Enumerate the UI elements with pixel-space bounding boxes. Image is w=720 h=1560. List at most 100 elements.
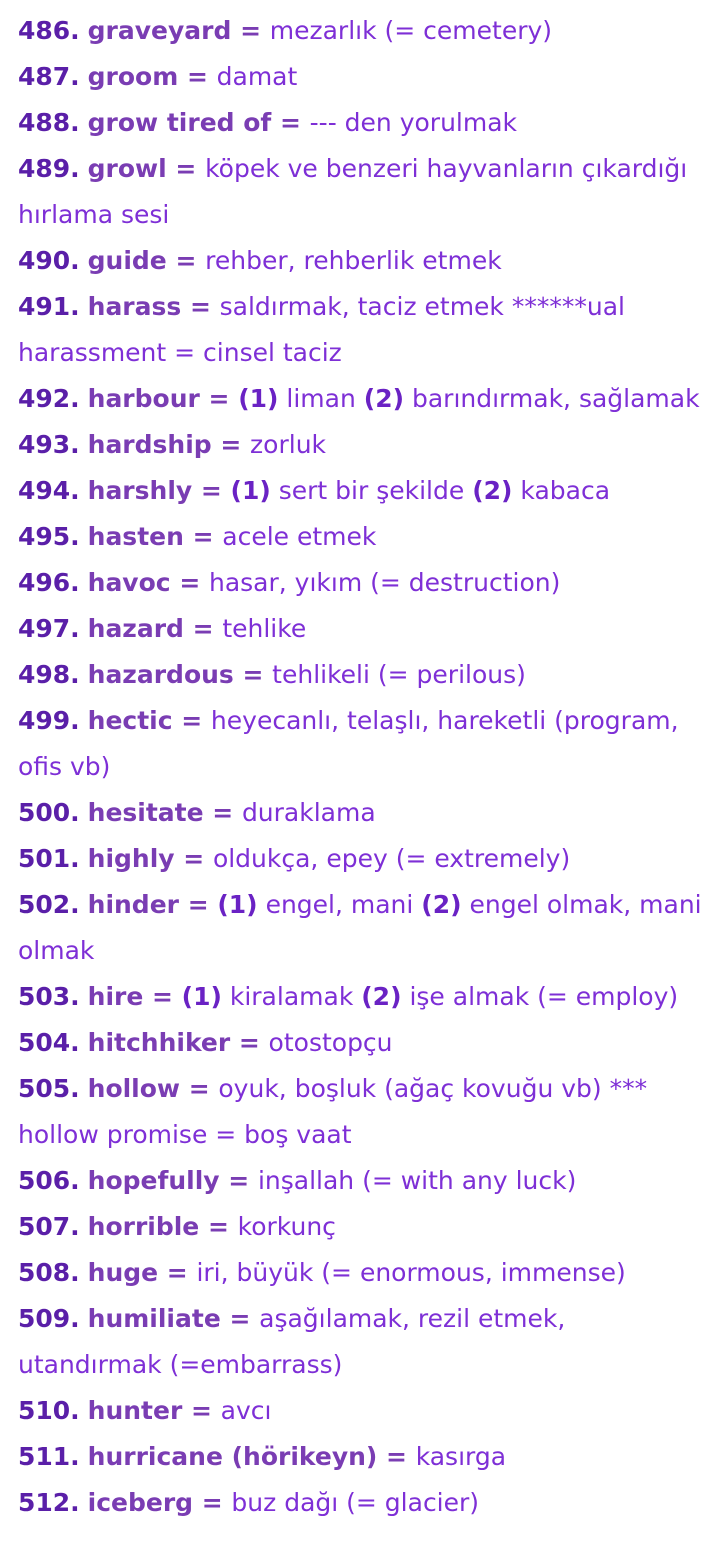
entry-number: 512. bbox=[18, 1488, 80, 1517]
vocab-entry: 508. huge = iri, büyük (= enormous, imme… bbox=[18, 1250, 708, 1296]
entry-term: harshly bbox=[87, 476, 193, 505]
entry-term: hunter bbox=[87, 1396, 183, 1425]
entry-meaning: sert bir şekilde bbox=[278, 476, 465, 505]
entry-number: 510. bbox=[18, 1396, 80, 1425]
vocab-entry: 488. grow tired of = --- den yorulmak bbox=[18, 100, 708, 146]
vocab-entry: 497. hazard = tehlike bbox=[18, 606, 708, 652]
vocab-entry: 486. graveyard = mezarlık (= cemetery) bbox=[18, 8, 708, 54]
entry-meaning: --- den yorulmak bbox=[309, 108, 518, 137]
sense-number: (1) bbox=[230, 476, 271, 505]
equals-sign: = bbox=[170, 568, 209, 597]
entry-number: 508. bbox=[18, 1258, 80, 1287]
entry-number: 505. bbox=[18, 1074, 80, 1103]
equals-sign: = bbox=[233, 660, 273, 689]
entry-meaning: barındırmak, sağlamak bbox=[411, 384, 700, 413]
equals-sign: = bbox=[178, 62, 217, 91]
entry-meaning: otostopçu bbox=[268, 1028, 393, 1057]
entry-number: 486. bbox=[18, 16, 80, 45]
equals-sign: = bbox=[172, 706, 211, 735]
vocab-entry: 487. groom = damat bbox=[18, 54, 708, 100]
vocab-entry: 511. hurricane (hörikeyn) = kasırga bbox=[18, 1434, 708, 1480]
entry-term: growl bbox=[87, 154, 167, 183]
entry-meaning: tehlike bbox=[222, 614, 307, 643]
entry-meaning: kabaca bbox=[520, 476, 611, 505]
entry-meaning: kiralamak bbox=[229, 982, 354, 1011]
sense-number: (1) bbox=[217, 890, 258, 919]
entry-meaning: inşallah (= with any luck) bbox=[257, 1166, 577, 1195]
entry-term: hazard bbox=[87, 614, 184, 643]
vocab-entry: 496. havoc = hasar, yıkım (= destruction… bbox=[18, 560, 708, 606]
vocab-entry: 505. hollow = oyuk, boşluk (ağaç kovuğu … bbox=[18, 1066, 708, 1158]
entry-number: 496. bbox=[18, 568, 80, 597]
entry-meaning: kasırga bbox=[415, 1442, 507, 1471]
entry-term: hopefully bbox=[87, 1166, 220, 1195]
entry-term: hinder bbox=[87, 890, 179, 919]
entry-term: hitchhiker bbox=[87, 1028, 231, 1057]
vocab-entry: 503. hire = (1) kiralamak (2) işe almak … bbox=[18, 974, 708, 1020]
entry-meaning: engel olmak, mani olmak bbox=[18, 890, 702, 965]
entry-term: graveyard bbox=[87, 16, 232, 45]
entry-term: harass bbox=[87, 292, 182, 321]
entry-term: hardship bbox=[87, 430, 212, 459]
equals-sign: = bbox=[219, 1166, 258, 1195]
equals-sign: = bbox=[158, 1258, 197, 1287]
vocab-entry: 491. harass = saldırmak, taciz etmek ***… bbox=[18, 284, 708, 376]
equals-sign: = bbox=[192, 476, 231, 505]
equals-sign: = bbox=[193, 1488, 232, 1517]
entry-term: guide bbox=[87, 246, 167, 275]
entry-term: hectic bbox=[87, 706, 173, 735]
sense-number: (2) bbox=[361, 982, 402, 1011]
entry-term: hesitate bbox=[87, 798, 204, 827]
entry-meaning: korkunç bbox=[237, 1212, 336, 1241]
entry-number: 497. bbox=[18, 614, 80, 643]
entry-number: 507. bbox=[18, 1212, 80, 1241]
entry-number: 492. bbox=[18, 384, 80, 413]
entry-meaning: engel, mani bbox=[265, 890, 414, 919]
entry-meaning: hasar, yıkım (= destruction) bbox=[208, 568, 561, 597]
entry-meaning: tehlikeli (= perilous) bbox=[272, 660, 526, 689]
vocab-entry: 509. humiliate = aşağılamak, rezil etmek… bbox=[18, 1296, 708, 1388]
vocab-entry: 490. guide = rehber, rehberlik etmek bbox=[18, 238, 708, 284]
equals-sign: = bbox=[143, 982, 182, 1011]
entry-meaning: işe almak (= employ) bbox=[409, 982, 679, 1011]
entry-meaning: oyuk, boşluk (ağaç kovuğu vb) *** hollow… bbox=[18, 1074, 648, 1149]
entry-term: highly bbox=[87, 844, 175, 873]
equals-sign: = bbox=[377, 1442, 416, 1471]
entry-number: 494. bbox=[18, 476, 80, 505]
vocab-entry: 502. hinder = (1) engel, mani (2) engel … bbox=[18, 882, 708, 974]
sense-number: (1) bbox=[181, 982, 222, 1011]
entry-number: 501. bbox=[18, 844, 80, 873]
entry-term: hasten bbox=[87, 522, 184, 551]
vocab-entry: 498. hazardous = tehlikeli (= perilous) bbox=[18, 652, 708, 698]
entry-meaning: mezarlık (= cemetery) bbox=[269, 16, 553, 45]
vocab-entry: 494. harshly = (1) sert bir şekilde (2) … bbox=[18, 468, 708, 514]
entry-number: 504. bbox=[18, 1028, 80, 1057]
equals-sign: = bbox=[199, 1212, 238, 1241]
entry-meaning: köpek ve benzeri hayvanların çıkardığı h… bbox=[18, 154, 688, 229]
entry-term: groom bbox=[87, 62, 179, 91]
entry-term: hollow bbox=[87, 1074, 181, 1103]
entry-number: 493. bbox=[18, 430, 80, 459]
entry-number: 499. bbox=[18, 706, 80, 735]
vocab-entry: 500. hesitate = duraklama bbox=[18, 790, 708, 836]
entry-number: 489. bbox=[18, 154, 80, 183]
entry-meaning: oldukça, epey (= extremely) bbox=[212, 844, 571, 873]
equals-sign: = bbox=[220, 1304, 260, 1333]
equals-sign: = bbox=[211, 430, 251, 459]
entry-number: 488. bbox=[18, 108, 80, 137]
entry-number: 503. bbox=[18, 982, 80, 1011]
entry-term: harbour bbox=[87, 384, 200, 413]
entry-number: 487. bbox=[18, 62, 80, 91]
entry-term: hire bbox=[87, 982, 144, 1011]
entry-meaning: rehber, rehberlik etmek bbox=[205, 246, 502, 275]
vocab-entry: 493. hardship = zorluk bbox=[18, 422, 708, 468]
equals-sign: = bbox=[179, 890, 218, 919]
vocab-entry: 506. hopefully = inşallah (= with any lu… bbox=[18, 1158, 708, 1204]
vocab-entry: 501. highly = oldukça, epey (= extremely… bbox=[18, 836, 708, 882]
equals-sign: = bbox=[271, 108, 310, 137]
vocab-entry: 512. iceberg = buz dağı (= glacier) bbox=[18, 1480, 708, 1526]
equals-sign: = bbox=[180, 1074, 219, 1103]
entry-number: 490. bbox=[18, 246, 80, 275]
entry-meaning: acele etmek bbox=[222, 522, 377, 551]
vocab-entry: 510. hunter = avcı bbox=[18, 1388, 708, 1434]
